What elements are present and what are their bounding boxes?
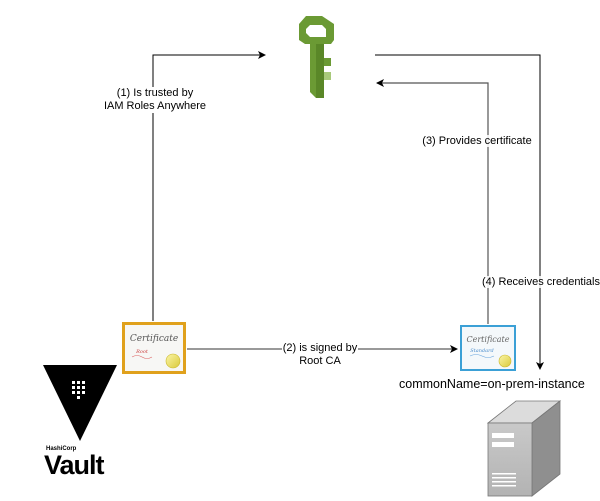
edge-2-label: (2) is signed by Root CA: [276, 342, 364, 368]
edge-1-label: (1) Is trusted by IAM Roles Anywhere: [103, 87, 207, 113]
edge-1-line: [152, 51, 266, 321]
root-certificate-subtitle: Root: [135, 349, 149, 355]
standard-certificate-icon: Certificate Standard: [460, 325, 516, 371]
vault-icon: [43, 365, 117, 441]
edge-1-label-line2: IAM Roles Anywhere: [103, 100, 207, 112]
edge-4-label-text: (4) Receives credentials: [482, 276, 600, 288]
standard-certificate-subtitle: Standard: [470, 348, 493, 354]
server-icon: [486, 400, 562, 497]
edge-3-label-text: (3) Provides certificate: [422, 135, 532, 147]
vault-brand-product: Vault: [44, 450, 105, 480]
edge-1-label-line1: (1) Is trusted by: [116, 87, 194, 99]
edge-4-line: [375, 54, 544, 370]
edge-3-label: (3) Provides certificate: [413, 135, 541, 148]
root-certificate-icon: Certificate Root: [122, 322, 186, 374]
edge-3-line: [376, 79, 489, 324]
standard-certificate-title: Certificate: [467, 335, 510, 344]
edge-4-label: (4) Receives credentials: [480, 276, 600, 289]
edge-2-label-line1: (2) is signed by: [281, 342, 359, 355]
root-certificate-title: Certificate: [130, 334, 178, 344]
vault-brand-company: HashiCorp: [46, 446, 77, 452]
key-icon: [299, 16, 334, 98]
edge-2-label-line2: Root CA: [299, 355, 341, 367]
server-common-name-label: commonName=on-prem-instance: [399, 377, 585, 391]
